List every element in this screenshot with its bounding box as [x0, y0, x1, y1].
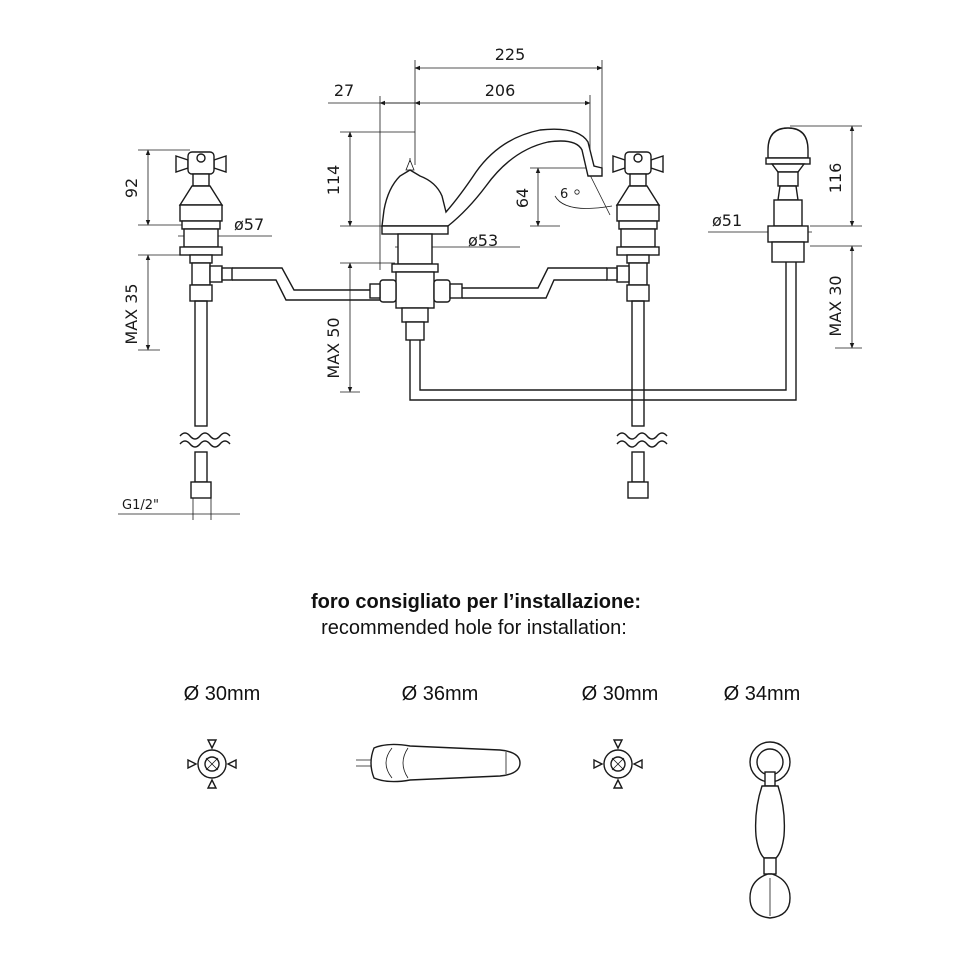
dim-206: 206 — [485, 81, 516, 100]
spout — [369, 128, 603, 341]
dim-angle-6: 6 — [560, 187, 568, 202]
dim-64: 64 — [513, 188, 532, 208]
spout-icon — [356, 743, 521, 783]
dim-g12: G1/2" — [122, 498, 159, 513]
dim-92: 92 — [122, 178, 141, 198]
dim-max50: MAX 50 — [324, 317, 343, 378]
connection-pipes — [232, 262, 797, 401]
dim-225: 225 — [495, 45, 526, 64]
left-valve — [175, 151, 233, 499]
cross-handle-icon — [593, 739, 643, 789]
hole-label-right-valve: Ø 30mm — [582, 683, 659, 705]
install-title-it: foro consigliato per l’installazione: — [311, 591, 641, 613]
hole-label-left-valve: Ø 30mm — [184, 683, 261, 705]
dim-max30: MAX 30 — [826, 275, 845, 336]
dim-phi51: ø51 — [712, 211, 742, 230]
hand-shower-icon — [749, 741, 791, 919]
right-valve — [606, 151, 668, 499]
install-title-en: recommended hole for installation: — [321, 617, 627, 639]
dim-114: 114 — [324, 165, 343, 196]
hole-label-hand-shower: Ø 34mm — [724, 683, 801, 705]
cross-handle-icon — [187, 739, 237, 789]
dim-116: 116 — [826, 163, 845, 194]
top-dimensions: 225 206 27 — [328, 45, 603, 270]
center-dimensions: 114 MAX 50 ø53 64 6 — [324, 131, 613, 393]
dim-max35: MAX 35 — [122, 283, 141, 344]
hand-shower — [765, 127, 811, 263]
hole-label-spout: Ø 36mm — [402, 683, 479, 705]
dim-27: 27 — [334, 81, 354, 100]
dim-phi53: ø53 — [468, 231, 498, 250]
dim-phi57: ø57 — [234, 215, 264, 234]
